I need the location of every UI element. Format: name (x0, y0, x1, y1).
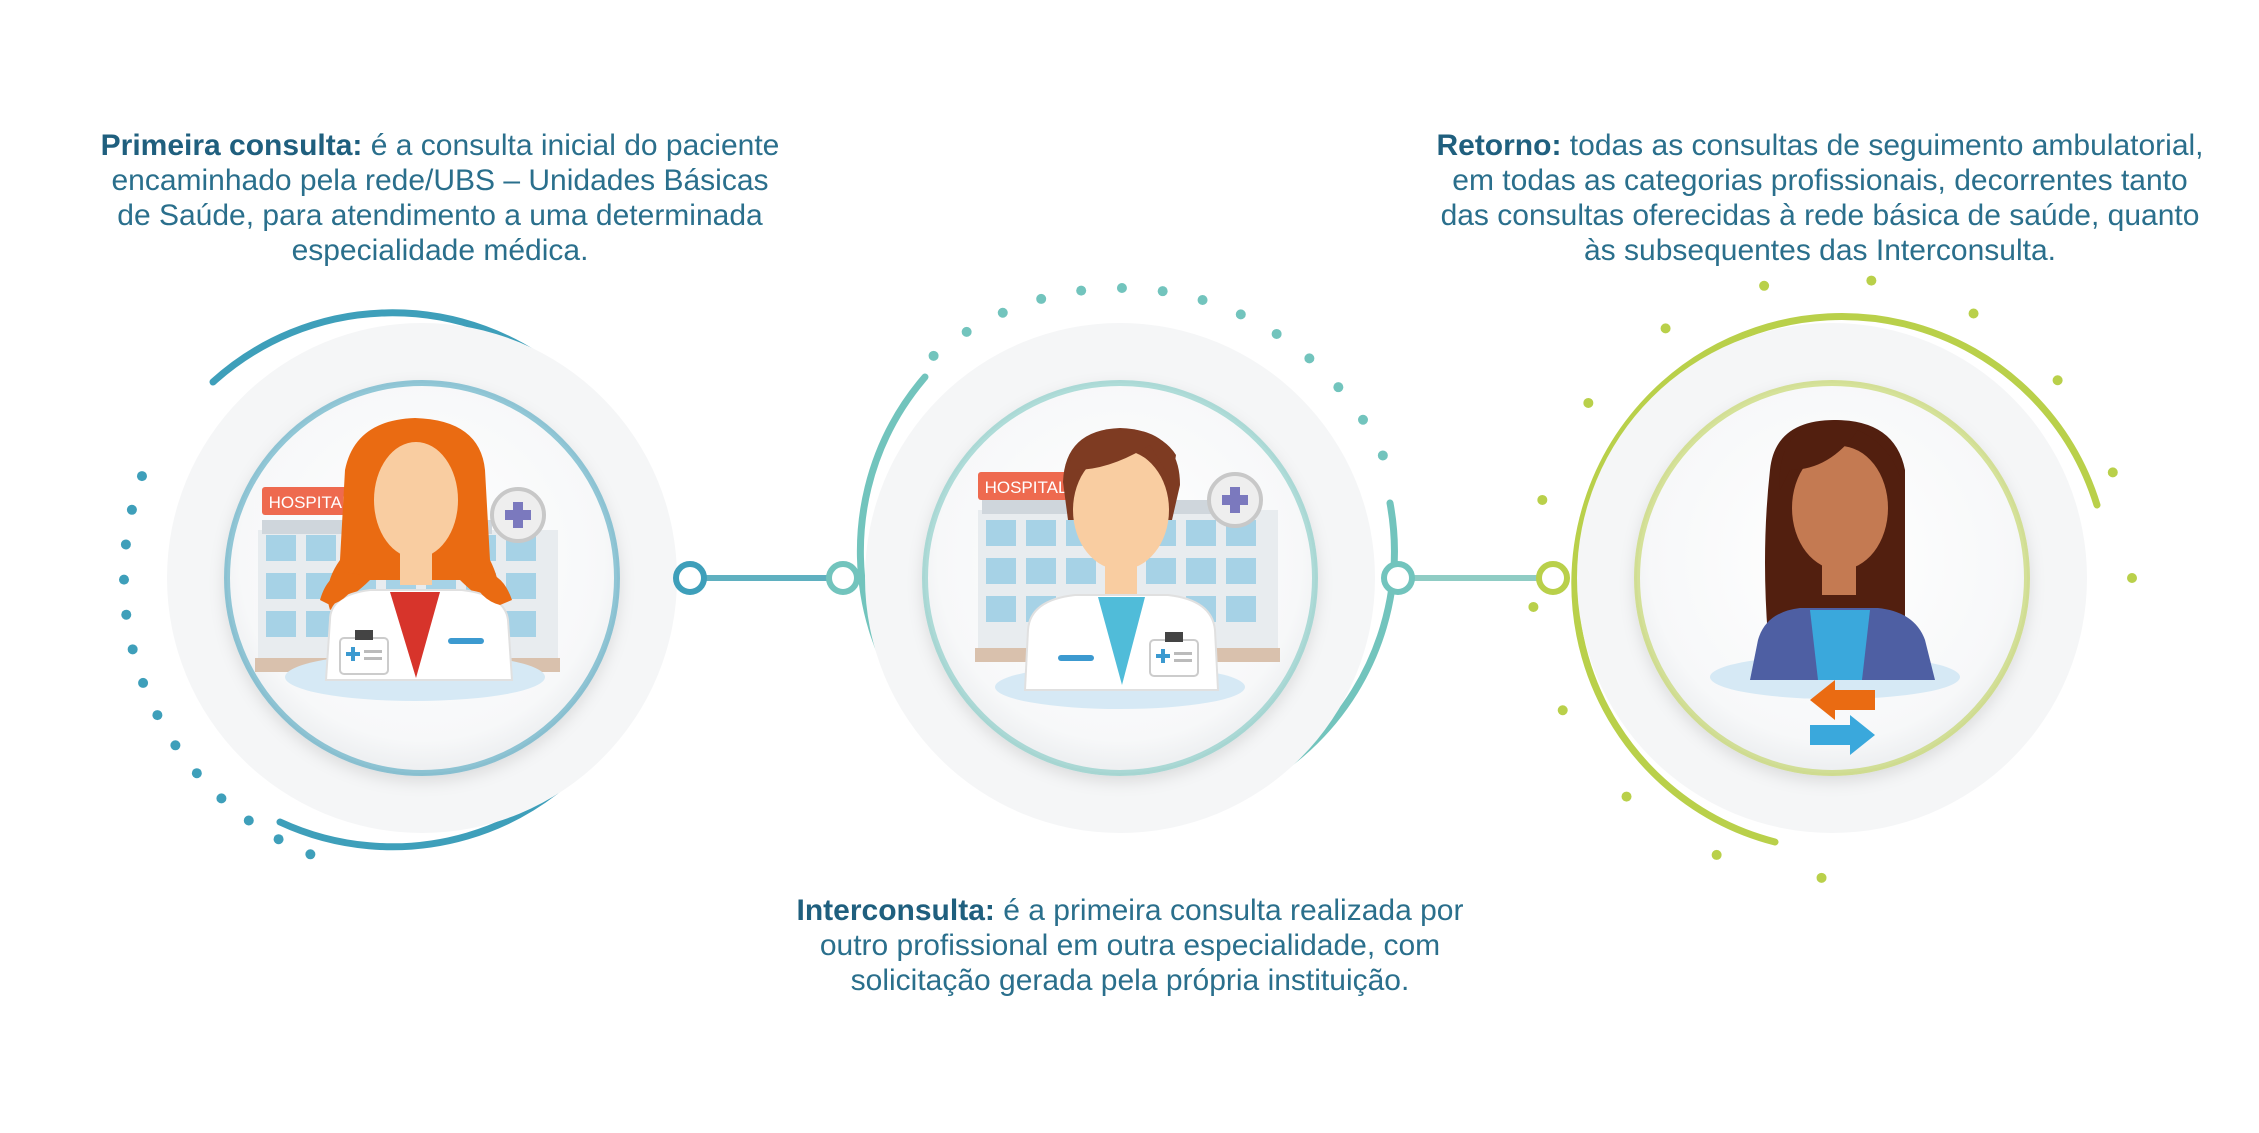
desc-line: às subsequentes das Interconsulta. (1584, 234, 2056, 267)
retorno-term: Retorno: (1436, 129, 1562, 162)
arc-dot (273, 834, 284, 845)
arc-dot (1583, 397, 1594, 408)
outer-arc (1571, 312, 2101, 846)
arc-dot (1711, 849, 1722, 860)
arc-dot (1660, 323, 1671, 334)
primeira-consulta-term: Primeira consulta: (100, 129, 363, 162)
window (1026, 558, 1056, 584)
arc-dot (1759, 280, 1770, 291)
window (1026, 520, 1056, 546)
arc-dot (1271, 328, 1282, 339)
medical-cross-icon (490, 487, 546, 543)
arc-dot (1621, 791, 1632, 802)
arc-dot (1358, 414, 1369, 425)
window (986, 596, 1016, 622)
arc-dot (1235, 309, 1246, 320)
male-doctor-icon (995, 428, 1245, 709)
connector-node-right (1381, 561, 1415, 595)
arc-dot (1197, 294, 1208, 305)
medical-cross-icon (1207, 472, 1263, 528)
arc-dot (305, 849, 316, 860)
connector-node-left (1536, 561, 1570, 595)
arc-dot (126, 504, 137, 515)
connector-node-right (673, 561, 707, 595)
window (1186, 520, 1216, 546)
arc-dot (961, 326, 972, 337)
window (986, 558, 1016, 584)
arc-dot (191, 768, 202, 779)
arc-dot (1333, 382, 1344, 393)
window (306, 535, 336, 561)
desc-line: de Saúde, para atendimento a uma determi… (117, 199, 763, 232)
window (266, 535, 296, 561)
window (1146, 558, 1176, 584)
window (1066, 558, 1096, 584)
arc-dot (2127, 573, 2137, 583)
arc-dot (1528, 601, 1539, 612)
primeira-consulta-description: Primeira consulta: é a consulta inicial … (60, 128, 820, 268)
arc-dot (2052, 375, 2063, 386)
svg-text:HOSPITAL: HOSPITAL (985, 478, 1068, 497)
arc-dot (1557, 705, 1568, 716)
arc-dot (121, 609, 132, 620)
arc-dot (1377, 450, 1388, 461)
arc-dot (243, 815, 254, 826)
arc-dot (1537, 494, 1548, 505)
desc-line: é a primeira consulta realizada por (1003, 894, 1464, 927)
dotted-arc (1528, 275, 2137, 883)
arc-dot (1116, 283, 1127, 294)
swap-arrows-icon (1810, 680, 1875, 755)
badge-icon (339, 630, 389, 675)
female-doctor-icon (285, 418, 545, 701)
connector-node-left (826, 561, 860, 595)
desc-line: em todas as categorias profissionais, de… (1452, 164, 2188, 197)
node-retorno (1528, 275, 2137, 883)
node-primeira-consulta: HOSPITAL (119, 309, 707, 860)
interconsulta-term: Interconsulta: (796, 894, 995, 927)
arc-dot (928, 350, 939, 361)
arc-dot (138, 677, 149, 688)
node-interconsulta: HOSPITAL (826, 283, 1415, 833)
desc-line: todas as consultas de seguimento ambulat… (1569, 129, 2204, 162)
window (986, 520, 1016, 546)
retorno-description: Retorno: todas as consultas de seguiment… (1395, 128, 2245, 268)
arc-dot (1076, 285, 1087, 296)
window (506, 611, 536, 637)
arc-dot (1036, 293, 1047, 304)
arc-dot (216, 793, 227, 804)
svg-text:HOSPITAL: HOSPITAL (269, 493, 352, 512)
desc-line: é a consulta inicial do paciente (370, 129, 780, 162)
arc-dot (997, 307, 1008, 318)
desc-line: encaminhado pela rede/UBS – Unidades Bás… (111, 164, 769, 197)
window (1186, 558, 1216, 584)
arc-dot (1157, 286, 1168, 297)
arc-dot (170, 740, 181, 751)
arc-dot (2107, 467, 2118, 478)
arc-dot (1866, 275, 1877, 286)
desc-line: solicitação gerada pela própria institui… (850, 964, 1410, 997)
patient-icon (1710, 420, 1960, 699)
badge-icon (1149, 632, 1199, 677)
window (266, 573, 296, 599)
desc-line: especialidade médica. (291, 234, 589, 267)
arc-dot (1968, 308, 1979, 319)
window (1226, 558, 1256, 584)
desc-line: das consultas oferecidas à rede básica d… (1440, 199, 2200, 232)
interconsulta-description: Interconsulta: é a primeira consulta rea… (745, 893, 1515, 998)
arc-dot (1816, 872, 1827, 883)
window (266, 611, 296, 637)
arc-dot (120, 539, 131, 550)
dotted-arc (928, 283, 1388, 461)
arc-dot (152, 710, 163, 721)
dotted-arc (119, 471, 316, 860)
arc-dot (127, 644, 138, 655)
window (1226, 596, 1256, 622)
window (506, 573, 536, 599)
arc-dot (119, 574, 130, 585)
arc-dot (136, 471, 147, 482)
desc-line: outro profissional em outra especialidad… (819, 929, 1441, 962)
arc-dot (1304, 353, 1315, 364)
